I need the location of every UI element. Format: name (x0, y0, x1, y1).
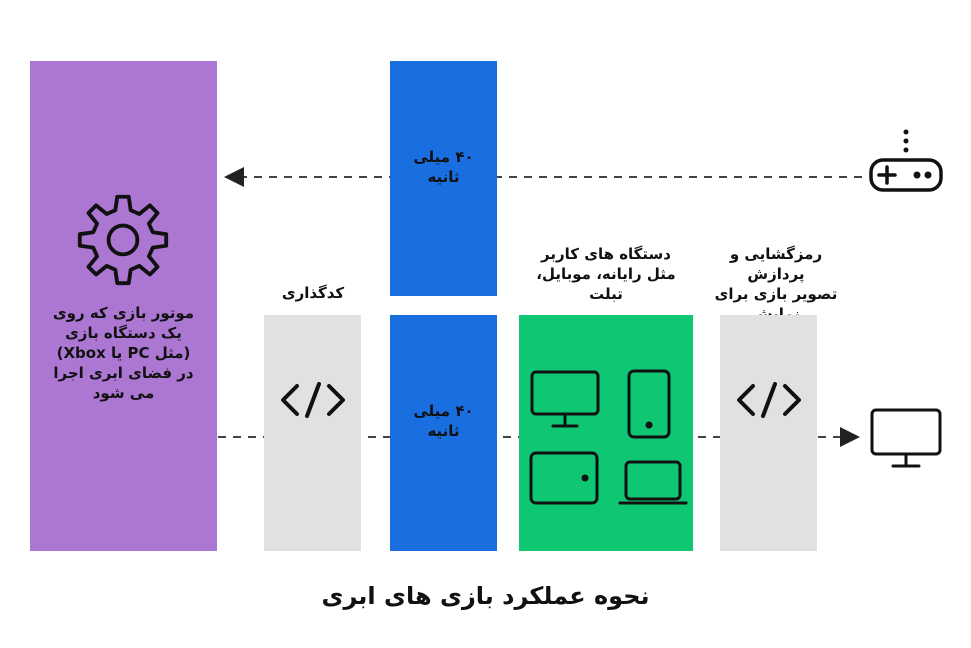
diagram-title: نحوه عملکرد بازی های ابری (321, 582, 650, 610)
latency-top-label: ۴۰ میلی ثانیه (413, 148, 474, 186)
latency-bottom-label: ۴۰ میلی ثانیه (413, 402, 474, 440)
code-icon (737, 382, 801, 418)
decoding-box (720, 315, 817, 551)
game-engine-box: موتور بازی که روی یک دستگاه بازی (مثل PC… (30, 61, 217, 551)
encoding-label: کدگذاری (281, 284, 345, 302)
user-devices-box (519, 315, 693, 551)
phone-icon (627, 369, 671, 439)
gamepad-icon (869, 129, 943, 192)
latency-top-box: ۴۰ میلی ثانیه (390, 61, 497, 296)
encoding-box (264, 315, 361, 551)
user-devices-label: دستگاه های کاربر مثل رایانه، موبایل، تبل… (536, 245, 676, 303)
gear-icon (77, 194, 169, 286)
laptop-icon (618, 460, 688, 505)
latency-bottom-box: ۴۰ میلی ثانیه (390, 315, 497, 551)
code-icon (281, 382, 345, 418)
monitor-icon (530, 370, 600, 428)
display-monitor-icon (870, 408, 942, 468)
game-engine-label: موتور بازی که روی یک دستگاه بازی (مثل PC… (52, 304, 195, 402)
tablet-icon (529, 451, 599, 505)
decoding-label: رمزگشایی و پردازش تصویر بازی برای نمایش (714, 245, 838, 323)
